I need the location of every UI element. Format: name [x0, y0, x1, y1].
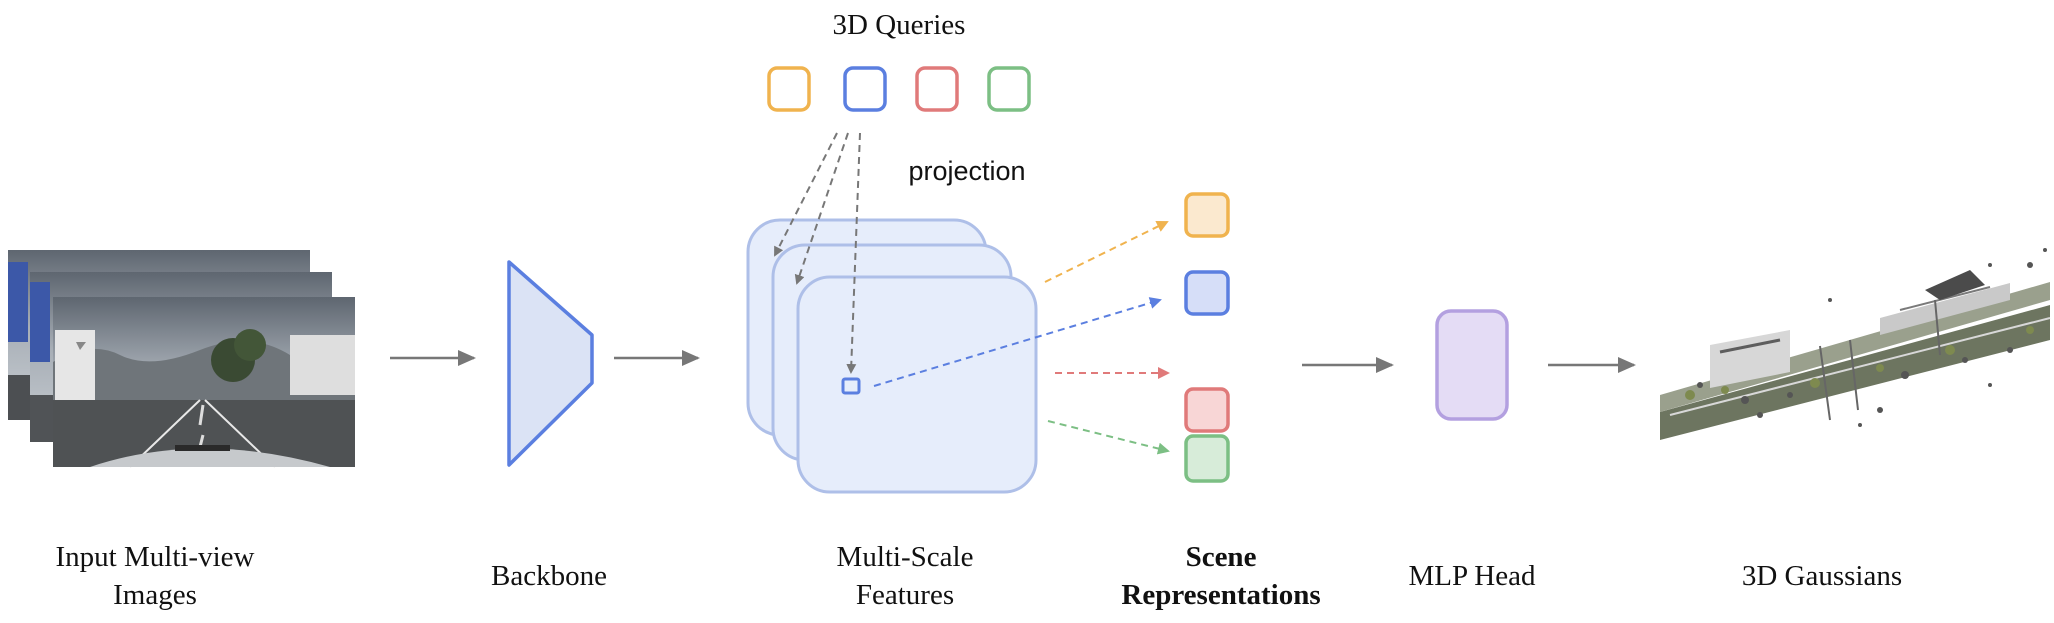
projection-arrows [774, 132, 861, 374]
multi-scale-features [746, 218, 1038, 494]
label-features-line-2: Features [855, 579, 955, 611]
label-gaussians: 3D Gaussians [1741, 560, 1903, 592]
label-scene-representations: Scene Representations [1096, 538, 1346, 614]
query-boxes [767, 66, 1031, 112]
input-images [8, 250, 355, 468]
scene-representations [1184, 192, 1230, 483]
label-input-line-1: Input Multi-view [55, 541, 255, 573]
query-box-blue [843, 66, 887, 112]
feature-map-front [796, 275, 1038, 494]
query-box-green [987, 66, 1031, 112]
label-features: Multi-Scale Features [785, 538, 1025, 614]
backbone-shape [507, 260, 594, 467]
arrow-to-scene-blue [873, 297, 1162, 387]
query-box-red [915, 66, 959, 112]
projection-label: projection [908, 156, 1026, 186]
label-mlp-head: MLP Head [1408, 560, 1536, 592]
arrow-to-scene-yellow [1044, 221, 1169, 283]
camera-frame-front [53, 297, 355, 468]
scene-box-green [1184, 434, 1230, 483]
scene-box-yellow [1184, 192, 1230, 238]
label-backbone: Backbone [491, 560, 607, 592]
queries-title: 3D Queries [832, 9, 966, 41]
projection-arrow-2 [794, 132, 849, 285]
gaussians-point-cloud [1660, 248, 2051, 440]
query-box-yellow [767, 66, 811, 112]
projection-arrow-3 [846, 132, 861, 374]
label-features-line-1: Multi-Scale [836, 541, 974, 573]
scene-box-red [1184, 387, 1230, 433]
label-scene-line-2: Representations [1121, 579, 1321, 611]
projection-point [841, 377, 861, 395]
scene-box-blue [1184, 270, 1230, 316]
label-scene-line-1: Scene [1185, 541, 1257, 573]
arrow-to-scene-green [1047, 420, 1170, 455]
projection-arrow-1 [774, 132, 838, 257]
label-input-images: Input Multi-view Images [25, 538, 285, 614]
label-input-line-2: Images [113, 579, 197, 611]
mlp-head-box [1435, 309, 1509, 421]
